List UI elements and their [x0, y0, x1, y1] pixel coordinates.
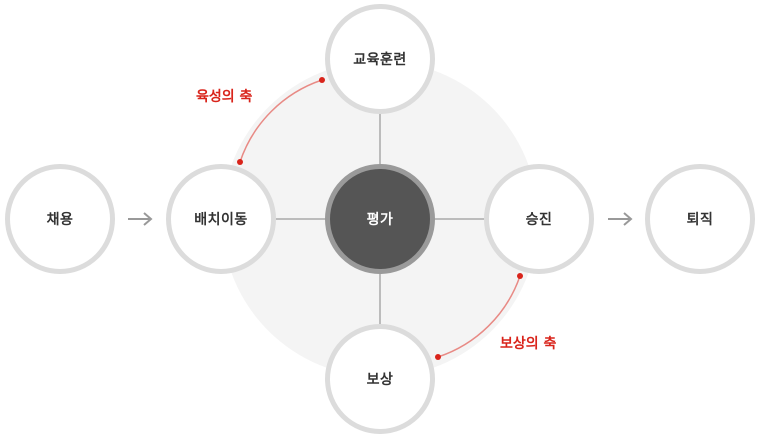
node-training-label: 교육훈련	[353, 52, 407, 68]
node-placement-label: 배치이동	[194, 212, 248, 228]
node-recruitment: 채용	[5, 164, 115, 274]
node-promotion: 승진	[484, 164, 594, 274]
node-retirement: 퇴직	[645, 164, 755, 274]
node-evaluation-label: 평가	[366, 212, 394, 228]
nurture-axis-arc	[239, 79, 323, 163]
compensation-axis-label: 보상의 축	[500, 336, 557, 352]
compensation-axis-arc	[437, 275, 521, 358]
node-evaluation: 평가	[325, 164, 435, 274]
node-retirement-label: 퇴직	[686, 212, 714, 228]
node-promotion-label: 승진	[525, 212, 553, 228]
node-compensation-label: 보상	[366, 372, 394, 388]
arrow-right-icon	[608, 212, 633, 226]
compensation-arc-dot-end	[435, 354, 441, 360]
compensation-arc-dot-start	[517, 273, 523, 279]
nurture-arc-dot-end	[319, 77, 325, 83]
nurture-axis-label: 육성의 축	[196, 89, 253, 105]
nurture-arc-dot-start	[237, 159, 243, 165]
node-compensation: 보상	[325, 324, 435, 434]
arrow-left-icon	[128, 212, 153, 226]
node-placement: 배치이동	[166, 164, 276, 274]
node-recruitment-label: 채용	[46, 212, 74, 228]
node-training: 교육훈련	[325, 4, 435, 114]
